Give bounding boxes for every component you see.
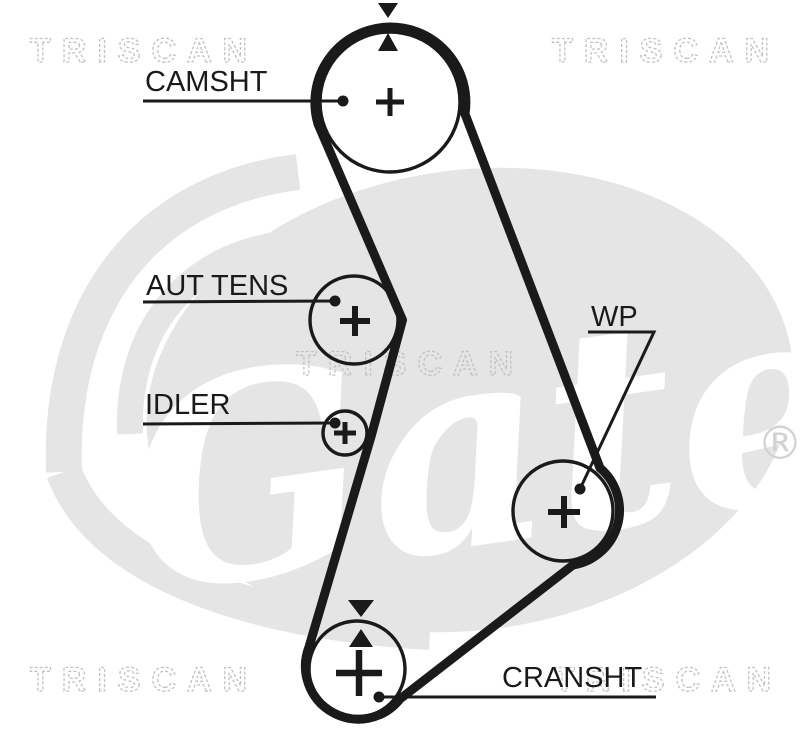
triscan-watermark-bottom-left: TRISCAN [30, 661, 258, 699]
tensioner-leader-dot [329, 295, 341, 307]
tensioner-label: AUT TENS [146, 270, 288, 302]
water-pump-pulley [511, 459, 615, 563]
gates-g-bottom-swoosh [47, 465, 432, 650]
callouts: CAMSHT AUT TENS IDLER WP CRANSHT [142, 66, 657, 703]
camshaft-leader-dot [337, 95, 349, 107]
crankshaft-timing-arrow-up-icon [349, 629, 373, 647]
water-pump-label: WP [591, 301, 638, 333]
water-pump-leader-line [578, 330, 657, 490]
gates-oval-shape [146, 167, 794, 633]
idler-leader-line [142, 421, 336, 426]
pulleys [307, 30, 615, 719]
idler-leader-dot [329, 417, 341, 429]
registered-trademark-icon: ® [757, 416, 800, 470]
crankshaft-timing-arrow-down-icon [348, 600, 374, 617]
tensioner-center-cross [340, 306, 370, 336]
triscan-watermark-bottom-right: TRISCAN [554, 661, 782, 699]
gates-g-outer-swoosh [45, 154, 301, 473]
gates-watermark: Gates ® [45, 154, 800, 659]
idler-label: IDLER [145, 389, 230, 421]
tensioner-leader-line [142, 299, 336, 304]
triscan-watermark-top-left: TRISCAN [30, 32, 258, 70]
timing-belt-path [300, 22, 624, 724]
camshaft-pulley [318, 30, 462, 174]
water-pump-leader-dot [574, 483, 586, 495]
triscan-watermarks: TRISCAN TRISCAN TRISCAN TRISCAN TRISCAN [29, 31, 782, 699]
camshaft-label: CAMSHT [145, 66, 268, 98]
water-pump-center-cross [548, 496, 580, 528]
camshaft-timing-arrow-down-icon [378, 3, 398, 18]
camshaft-center-cross [376, 88, 404, 116]
crankshaft-label: CRANSHT [502, 662, 642, 694]
triscan-watermark-top-right: TRISCAN [552, 32, 780, 70]
idler-center-cross [334, 422, 356, 444]
camshaft-timing-arrow-up-icon [378, 33, 398, 51]
crankshaft-center-cross [336, 650, 382, 696]
triscan-watermark-middle: TRISCAN [296, 345, 524, 383]
idler-pulley [321, 409, 369, 457]
timing-marks [348, 3, 398, 647]
crankshaft-leader-dot [373, 691, 385, 703]
